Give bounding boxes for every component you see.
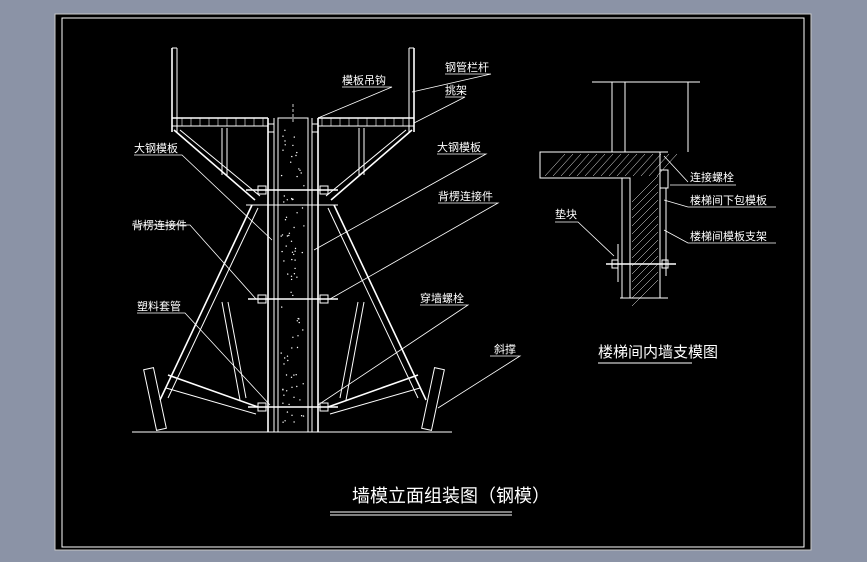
- right-frame-leg: [333, 204, 427, 401]
- concrete-hatch: [280, 129, 305, 423]
- left-brace-foot: [143, 367, 167, 431]
- label-wall-bolt: 穿墙螺栓: [420, 291, 464, 305]
- sheet-outer-frame: [54, 13, 812, 551]
- label-stair-form: 楼梯间下包模板: [690, 193, 767, 207]
- label-big-form-right: 大钢模板: [437, 140, 481, 154]
- label-hook: 模板吊钩: [342, 73, 386, 87]
- label-stair-support: 楼梯间模板支架: [690, 229, 767, 243]
- sheet-inner-frame: [61, 17, 805, 548]
- left-waler: [167, 374, 259, 408]
- label-pad: 垫块: [555, 207, 577, 221]
- platform-planks: [181, 118, 404, 126]
- connection-plate: [659, 169, 669, 189]
- right-waler: [327, 374, 419, 408]
- wall-elevation: 模板吊钩 钢管栏杆 挑架 大钢模板 大钢模板 背楞连接件 背楞连接件 塑料套管 …: [132, 47, 550, 516]
- label-back-conn-right: 背楞连接件: [438, 189, 493, 203]
- left-frame-leg: [159, 204, 253, 401]
- label-back-conn-left: 背楞连接件: [132, 218, 187, 232]
- main-title: 墙模立面组装图（钢模）: [352, 486, 550, 507]
- label-big-form-left: 大钢模板: [134, 141, 178, 155]
- label-plastic-sleeve: 塑料套管: [137, 299, 181, 313]
- label-rail: 钢管栏杆: [445, 60, 489, 74]
- left-bracket-diagonal: [173, 129, 256, 201]
- concrete-wall: [277, 117, 309, 433]
- right-brace-foot: [421, 367, 445, 431]
- stair-detail: 连接螺栓 楼梯间下包模板 垫块 楼梯间模板支架 楼梯间内墙支模图: [539, 81, 776, 364]
- main-leaders: [132, 73, 522, 409]
- label-bracket: 挑架: [445, 83, 467, 97]
- right-bracket-diagonal: [330, 129, 413, 201]
- label-brace: 斜撑: [494, 342, 516, 356]
- slab-hatch: [544, 153, 678, 307]
- wall-bolts: [246, 123, 338, 412]
- stair-title: 楼梯间内墙支模图: [598, 343, 718, 361]
- label-conn-bolt: 连接螺栓: [690, 170, 734, 184]
